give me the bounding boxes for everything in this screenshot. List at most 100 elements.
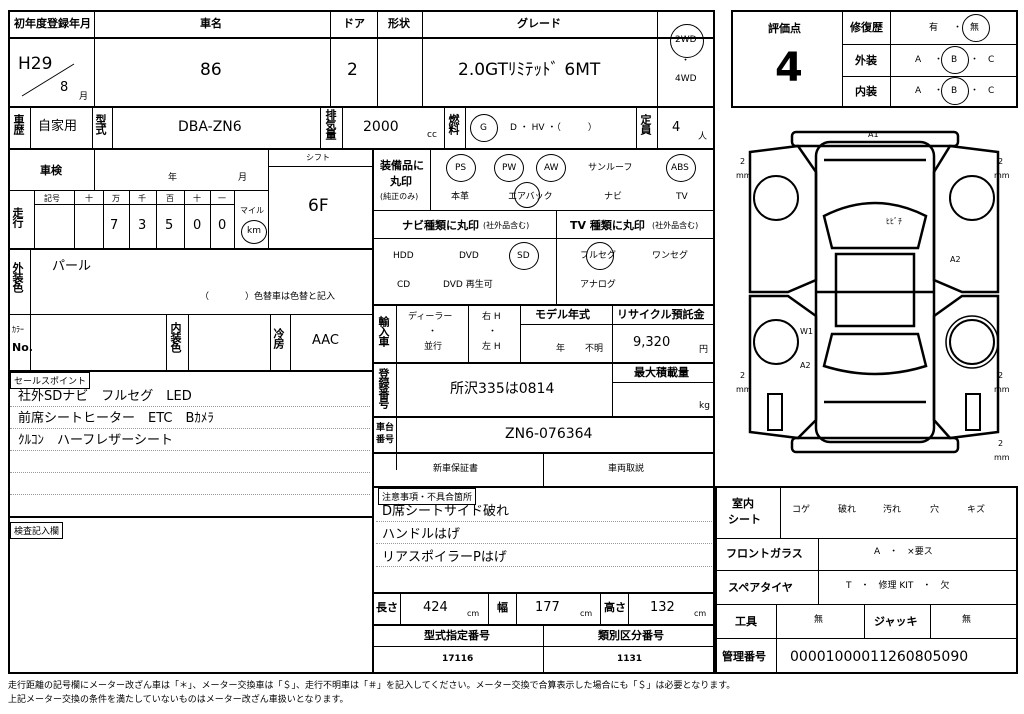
usage-value: 自家用 [38, 119, 78, 134]
windshield-label: フロントガラス [726, 547, 803, 560]
ac-label: 冷房 [272, 328, 285, 348]
spare-label: スペアタイヤ [728, 581, 793, 594]
tire-fr-value: 2 [998, 157, 1004, 166]
chassis-label-2: 番号 [376, 435, 395, 445]
exterior-b-circle [941, 46, 969, 74]
displacement-unit: cc [427, 130, 437, 140]
shape-label: 形状 [388, 17, 410, 30]
equip-leather: 本革 [451, 192, 470, 202]
tv-oneseg: ワンセグ [652, 251, 689, 261]
recycle-value: 9,320 [633, 335, 671, 350]
class-no-label: 類別区分番号 [598, 629, 664, 642]
sales-point-line-1: 社外SDナビ フルセグ LED [18, 389, 192, 404]
navi-dvd: DVD [459, 251, 479, 261]
tire-rr-value: 2 [998, 371, 1004, 380]
capacity-unit: 人 [698, 132, 708, 142]
mileage-col-10k: 万 [112, 194, 120, 203]
mileage-digit-10: 0 [193, 218, 202, 233]
jack-label: ジャッキ [874, 615, 918, 628]
sales-point-line-3: ｸﾙｺﾝ ハーフレザーシート [18, 433, 173, 448]
equipment-label-b: 丸印 [390, 175, 412, 188]
interior-color-label: 内装色 [169, 322, 182, 352]
mileage-label: 走行 [11, 207, 24, 227]
management-value: 00001000011260805090 [790, 649, 969, 665]
tv-type-note: (社外品含む) [652, 221, 699, 230]
equipment-label-a: 装備品に [380, 159, 424, 172]
type-no-value: 17116 [442, 654, 474, 664]
car-name-label: 車名 [200, 17, 222, 30]
doors-label: ドア [343, 17, 365, 30]
interior-label: 内装 [855, 85, 877, 98]
remark-line-2: ハンドルはげ [382, 527, 461, 542]
width-value: 177 [535, 600, 560, 615]
capacity-value: 4 [672, 120, 681, 135]
inspection-label: 車検 [40, 164, 62, 177]
color-no-label-b: No. [12, 341, 33, 354]
model-year-label: モデル年式 [535, 308, 590, 321]
equip-navi: ナビ [604, 192, 623, 202]
equip-abs-circle [666, 154, 696, 182]
remarks-tab: 注意事項・不具合箇所 [378, 488, 477, 505]
rating-frame [731, 10, 1018, 108]
exterior-a: A [915, 55, 922, 65]
equip-ps: PS [455, 163, 467, 173]
interior-dot-2: ・ [970, 86, 980, 96]
mileage-digit-10k: 7 [110, 218, 119, 233]
tire-spare-unit: mm [994, 453, 1010, 462]
exterior-label: 外装 [855, 54, 877, 67]
color-value: パール [52, 259, 92, 274]
tools-value: 無 [814, 615, 824, 625]
drive-dot: ・ [681, 56, 691, 66]
drive-2wd: 2WD [675, 35, 697, 45]
type-no-label: 型式指定番号 [424, 629, 490, 642]
length-value: 424 [423, 600, 448, 615]
repair-label: 修復歴 [850, 21, 883, 34]
tv-fullseg-circle [586, 242, 614, 270]
inspection-month-unit: 月 [238, 173, 248, 183]
management-label: 管理番号 [722, 650, 766, 663]
color-label: 外装色 [11, 262, 24, 292]
diagram-hinge: ﾋﾋﾞﾁ [886, 217, 902, 226]
footer-line-1: 走行距離の記号欄にメーター改ざん車は「＊」、メーター交換車は「＄」、走行不明車は… [8, 681, 736, 691]
first-reg-label: 初年度登録年月 [14, 17, 91, 30]
color-change-note: （ ）色替車は色替と記入 [200, 292, 336, 302]
length-label: 長さ [376, 601, 398, 614]
repair-yes: 有 [929, 23, 939, 33]
interior-seat-label-1: 室内 [732, 497, 754, 510]
sales-point-line-2: 前席シートヒーター ETC Bｶﾒﾗ [18, 411, 214, 426]
tire-fl-unit: mm [736, 171, 752, 180]
navi-sd-circle [509, 242, 539, 270]
drive-2wd-circle [670, 24, 704, 58]
spare-value: T ・ 修理 KIT ・ 欠 [846, 581, 950, 591]
mileage-digit-1k: 3 [138, 218, 147, 233]
repair-dot: ・ [953, 23, 963, 33]
navi-type-label: ナビ種類に丸印 [402, 219, 479, 232]
jack-value: 無 [962, 615, 972, 625]
fuel-label: 燃料 [447, 114, 460, 134]
equip-pw-circle [494, 154, 524, 182]
interior-dot-1: ・ [934, 86, 944, 96]
model-year-unit: 年 [556, 344, 566, 354]
equip-airbag-circle [514, 182, 540, 208]
interior-b-circle [941, 77, 969, 105]
import-dot-2: ・ [488, 327, 498, 337]
mileage-col-1: 一 [218, 194, 226, 203]
grade-value: 2.0GTﾘﾐﾃｯﾄﾞ 6MT [458, 60, 601, 80]
registration-value: 所沢335は0814 [450, 381, 555, 397]
condition-table-frame [715, 486, 1018, 674]
import-label: 輸入車 [377, 316, 390, 346]
navi-sd: SD [517, 251, 530, 261]
first-reg-era: H29 [18, 54, 53, 74]
capacity-label: 定員 [639, 114, 652, 134]
diagram-w1: W1 [800, 327, 813, 336]
seat-item-dirt: 汚れ [883, 505, 902, 515]
interior-a: A [915, 86, 922, 96]
tire-fl-value: 2 [740, 157, 746, 166]
import-dealer: ディーラー [408, 312, 453, 322]
tire-rl-unit: mm [736, 385, 752, 394]
car-damage-diagram [748, 130, 1000, 454]
exterior-dot-1: ・ [934, 55, 944, 65]
max-load-unit: kg [699, 401, 710, 411]
max-load-label: 最大積載量 [634, 366, 689, 379]
mileage-unit-km: km [247, 226, 261, 236]
